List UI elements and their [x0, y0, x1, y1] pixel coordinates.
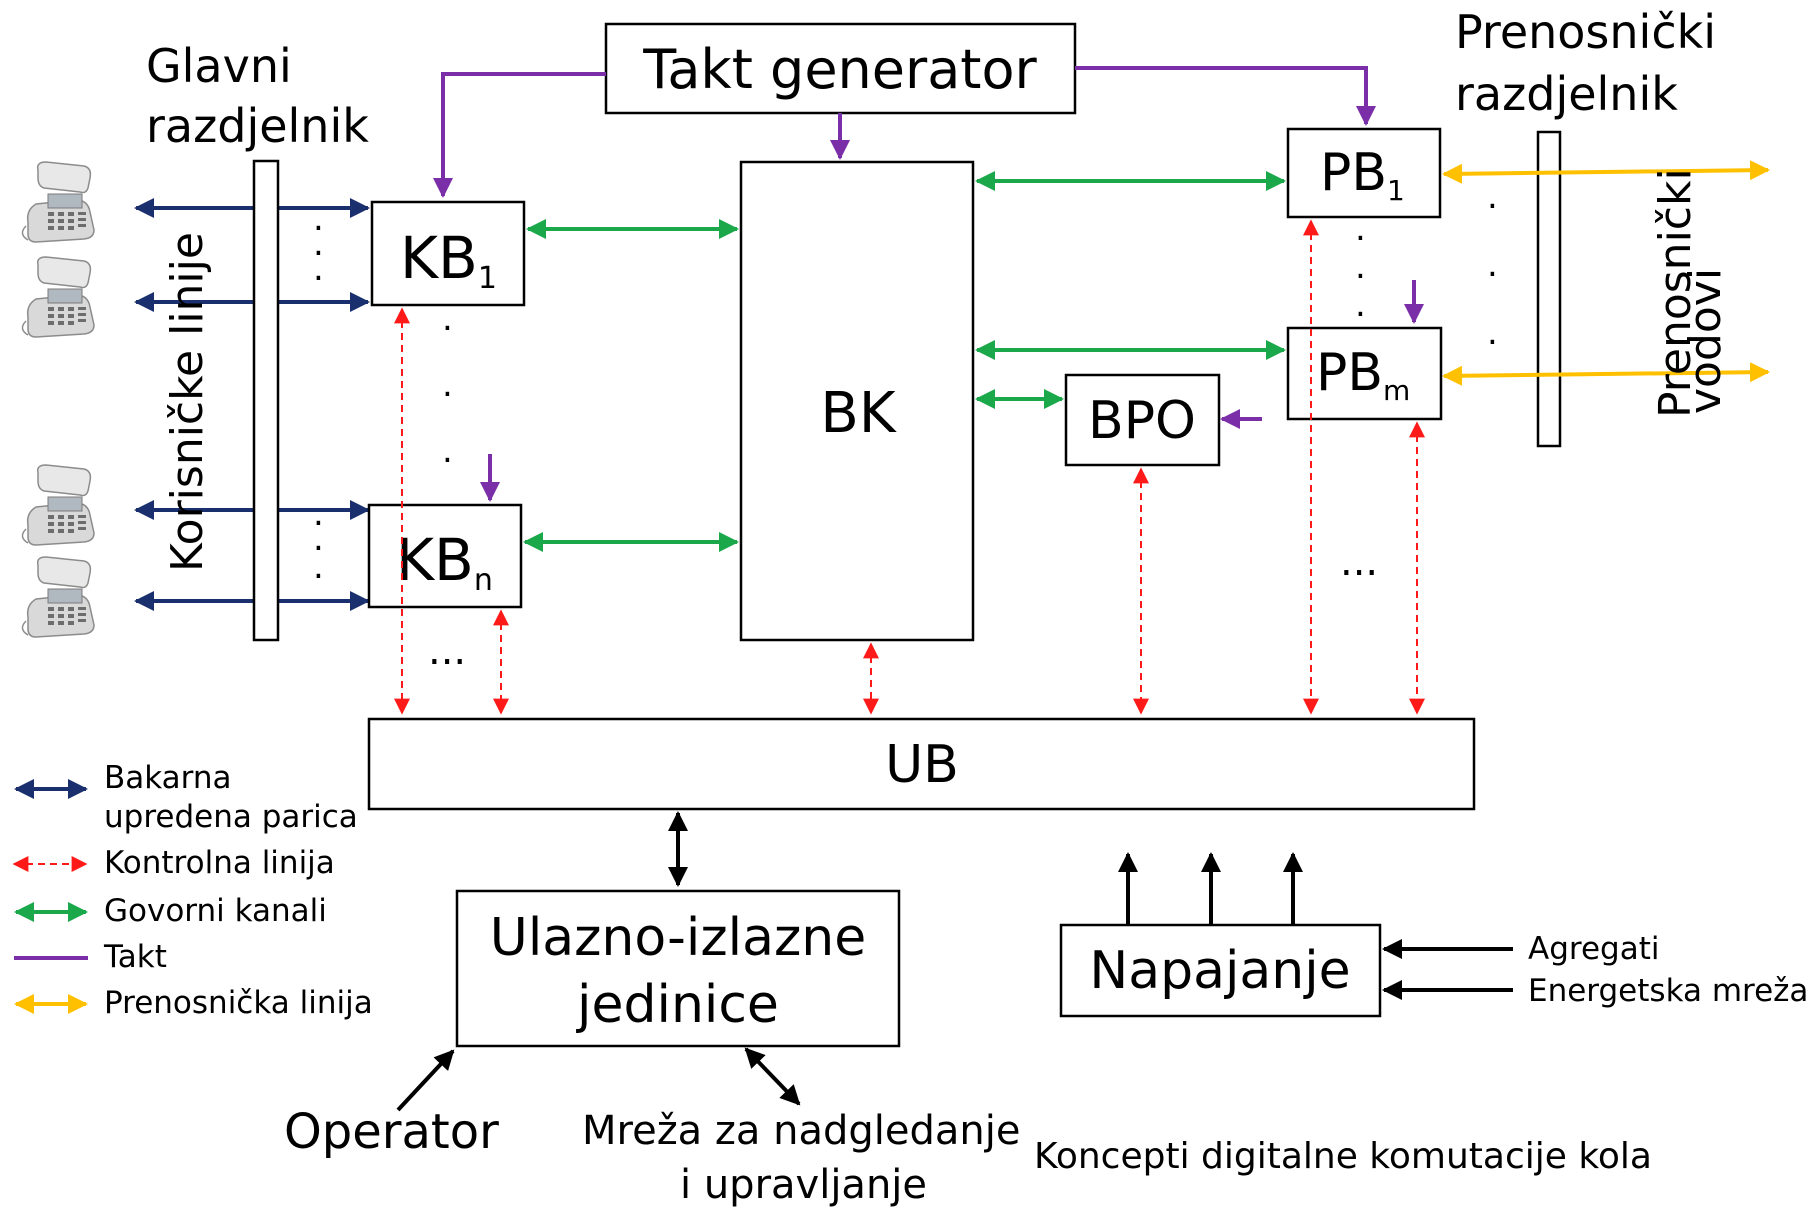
ub-label: UB — [885, 735, 959, 795]
legend-voice-label: Govorni kanali — [104, 893, 327, 929]
network-management-label-line2: i upravljanje — [680, 1162, 927, 1208]
operator-label: Operator — [284, 1104, 499, 1160]
svg-text:.: . — [313, 224, 324, 264]
main-distribution-frame — [252, 159, 280, 642]
legend-clock-label: Takt — [103, 939, 167, 975]
svg-text:.: . — [1355, 209, 1366, 249]
network-management-label-line1: Mreža za nadgledanje — [582, 1108, 1020, 1154]
trunk-lines — [1442, 160, 1770, 386]
legend: Bakarna upredena parica Kontrolna linija… — [12, 760, 373, 1021]
transmission-frame-label-line2: razdjelnik — [1455, 67, 1678, 121]
power-input-arrows — [1382, 939, 1513, 1000]
svg-text:.: . — [313, 494, 324, 534]
pbm-label: PBm — [1316, 343, 1410, 407]
svg-text:.: . — [1355, 285, 1366, 325]
main-distribution-frame-label-line2: razdjelnik — [146, 99, 369, 153]
power-grid-label: Energetska mreža — [1528, 973, 1808, 1009]
svg-text:.: . — [1487, 313, 1498, 353]
bpo-label: BPO — [1088, 391, 1196, 451]
pb1-box — [1286, 127, 1442, 219]
clock-generator-label: Takt generator — [642, 38, 1037, 101]
power-supply-label: Napajanje — [1089, 941, 1350, 1001]
svg-text:.: . — [313, 547, 324, 587]
power-supply-box — [1059, 923, 1382, 1018]
telephone-icon-4 — [21, 556, 95, 638]
telephone-icon-3 — [21, 464, 95, 546]
bk-switching-block — [739, 160, 975, 642]
svg-text:.: . — [442, 365, 453, 405]
copper-lines — [134, 198, 370, 611]
transmission-lines-label-line1: Prenosnički — [1650, 168, 1701, 418]
clock-generator-box — [604, 22, 1077, 115]
diagram-caption: Koncepti digitalne komutacije kola — [1034, 1136, 1652, 1177]
io-units-label-line1: Ulazno-izlazne — [490, 908, 866, 968]
transmission-distribution-frame — [1536, 130, 1562, 448]
clock-lines — [433, 66, 1424, 502]
voice-channel-lines — [523, 171, 1286, 552]
legend-control-label: Kontrolna linija — [104, 845, 335, 881]
svg-text:.: . — [313, 199, 324, 239]
control-lines — [394, 219, 1425, 715]
ub-control-block — [367, 717, 1476, 811]
transmission-lines-label-line2: vodovi — [1680, 268, 1731, 414]
network-management-arrow — [744, 1047, 801, 1106]
transmission-frame-label-line1: Prenosnički — [1455, 5, 1716, 59]
kb1-box — [370, 200, 526, 307]
aggregates-label: Agregati — [1528, 931, 1659, 967]
svg-text:.: . — [313, 249, 324, 289]
svg-text:.: . — [1355, 247, 1366, 287]
svg-text:.: . — [442, 299, 453, 339]
telephone-icon-1 — [21, 161, 95, 243]
operator-arrow — [396, 1049, 455, 1112]
svg-text:.: . — [313, 519, 324, 559]
subscriber-lines-label: Korisničke linije — [162, 232, 213, 572]
kb1-label: KB1 — [400, 224, 497, 296]
telephone-icon-2 — [21, 256, 95, 338]
legend-trunk-label: Prenosnička linija — [104, 985, 373, 1021]
pb-ellipsis: ... — [1340, 539, 1378, 585]
kb-ellipsis: ... — [428, 628, 466, 674]
power-output-arrows — [1118, 852, 1303, 925]
bk-label: BK — [820, 381, 896, 446]
legend-copper-label-line1: Bakarna — [104, 760, 232, 796]
legend-copper-label-line2: upredena parica — [104, 799, 358, 835]
svg-text:.: . — [1487, 245, 1498, 285]
svg-text:.: . — [442, 431, 453, 471]
svg-text:.: . — [1487, 177, 1498, 217]
io-units-box — [455, 889, 901, 1048]
pb1-label: PB1 — [1320, 143, 1405, 207]
io-units-label-line2: jedinice — [576, 975, 779, 1035]
main-distribution-frame-label-line1: Glavni — [146, 39, 292, 93]
bpo-box — [1064, 373, 1221, 467]
